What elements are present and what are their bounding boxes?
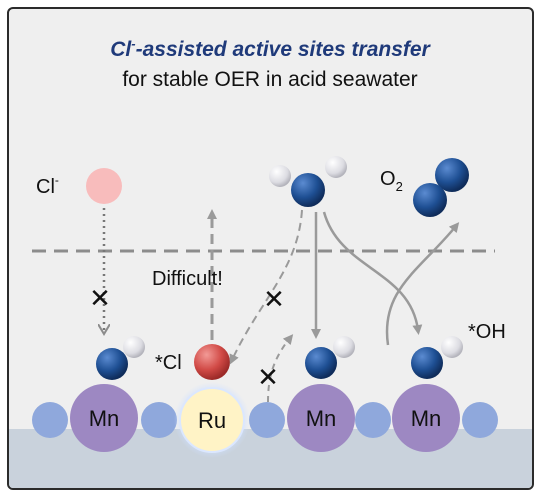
water-molecule [269, 156, 347, 207]
svg-text:Ru: Ru [198, 408, 226, 433]
cross-mark-1: ✕ [89, 283, 111, 313]
water-to-ru-arrow [229, 209, 303, 365]
mn-atom-3: Mn [392, 384, 460, 452]
surface-atom [462, 402, 498, 438]
title-line-2: for stable OER in acid seawater [122, 68, 417, 91]
surface-atom [355, 402, 391, 438]
cross-mark-3: ✕ [257, 362, 279, 392]
oh-adsorbate-2 [305, 336, 355, 379]
oh-adsorbate-1 [96, 336, 145, 380]
water-to-mn3-arrow [322, 211, 423, 335]
cross-mark-2: ✕ [263, 284, 285, 314]
cl-ion-label: Cl- [36, 173, 59, 198]
star-cl-label: *Cl [155, 352, 182, 374]
mn-atom-2: Mn [287, 384, 355, 452]
ru-atom: Ru [174, 382, 250, 458]
o2-label: O2 [380, 168, 403, 194]
cl-ion [86, 168, 122, 204]
surface-atom [32, 402, 68, 438]
surface-atom [249, 402, 285, 438]
cl-adsorbate [194, 344, 230, 380]
difficult-label: Difficult! [152, 268, 223, 290]
surface-atom [141, 402, 177, 438]
svg-text:Mn: Mn [89, 406, 120, 431]
svg-text:Mn: Mn [306, 406, 337, 431]
star-oh-label: *OH [468, 321, 506, 343]
surface-small-atoms [32, 402, 498, 438]
o2-molecule [413, 158, 469, 217]
oh-adsorbate-3 [411, 336, 463, 379]
svg-text:Mn: Mn [411, 406, 442, 431]
title-line-1: Cl--assisted active sites transfer [110, 36, 431, 61]
o2-release-arrow [385, 222, 460, 346]
mn-atom-1: Mn [70, 384, 138, 452]
